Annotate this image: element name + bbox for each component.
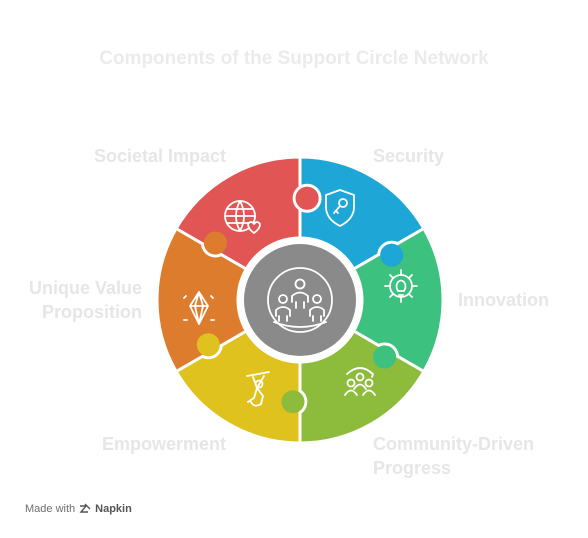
diamond-icon xyxy=(183,291,215,325)
gear-lightbulb-icon xyxy=(384,269,418,303)
shield-key-icon xyxy=(325,189,355,227)
napkin-brand-text: Napkin xyxy=(95,503,132,515)
puzzle-knob-fill xyxy=(196,333,220,357)
label-societal-impact: Societal Impact xyxy=(93,146,226,166)
label-innovation: Innovation xyxy=(458,290,549,310)
puzzle-knob-fill xyxy=(295,186,319,210)
puzzle-knob-fill xyxy=(203,231,227,255)
diagram-title: Components of the Support Circle Network xyxy=(99,48,489,69)
people-group-icon xyxy=(267,267,333,333)
puzzle-knob-fill xyxy=(373,345,397,369)
made-with-text: Made with xyxy=(25,503,76,515)
center-hub xyxy=(244,244,356,356)
napkin-logo-icon xyxy=(79,503,91,513)
climbing-person-icon xyxy=(246,371,270,407)
label-unique-value-proposition: Unique Value Proposition xyxy=(28,278,142,322)
napkin-credit: Made with Napkin xyxy=(25,503,132,515)
label-community-driven-progress: Community-Driven Progress xyxy=(373,434,535,478)
label-empowerment: Empowerment xyxy=(101,434,226,454)
label-security: Security xyxy=(373,146,445,166)
puzzle-knob-fill xyxy=(281,390,305,414)
globe-heart-icon xyxy=(224,200,261,234)
community-group-icon xyxy=(344,367,376,396)
puzzle-knob-fill xyxy=(380,243,404,267)
segment-innovation xyxy=(351,226,445,374)
